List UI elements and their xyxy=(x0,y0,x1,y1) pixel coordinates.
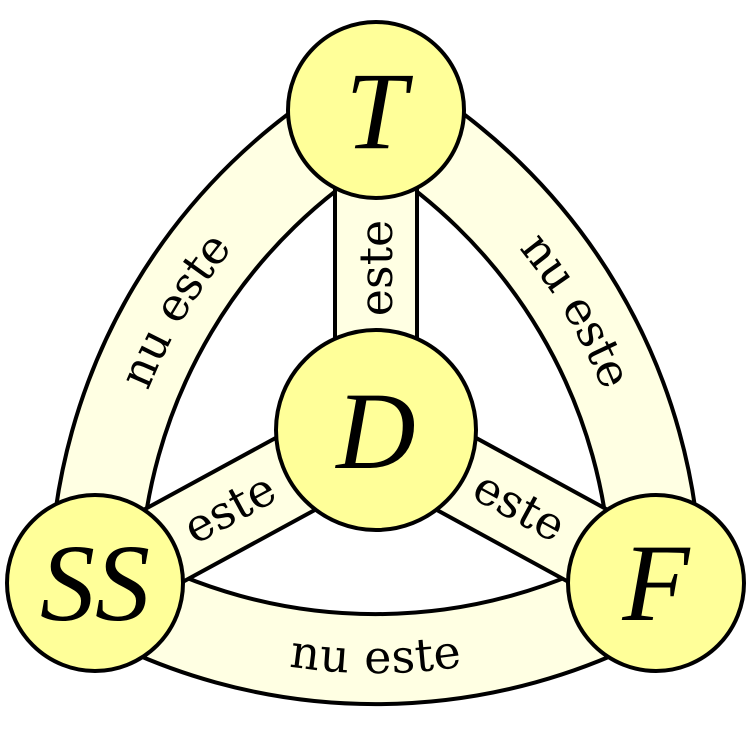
node-top-letter: T xyxy=(345,50,413,172)
node-left-letter: SS xyxy=(40,522,150,644)
link-label-center-top: este xyxy=(349,220,403,317)
link-label-bottom: nu este xyxy=(287,624,463,684)
node-right-letter: F xyxy=(621,522,691,644)
node-top: T xyxy=(286,20,466,200)
node-left: SS xyxy=(5,493,185,673)
node-center-letter: D xyxy=(334,370,415,492)
node-center: D xyxy=(274,328,478,532)
node-right: F xyxy=(566,493,746,673)
